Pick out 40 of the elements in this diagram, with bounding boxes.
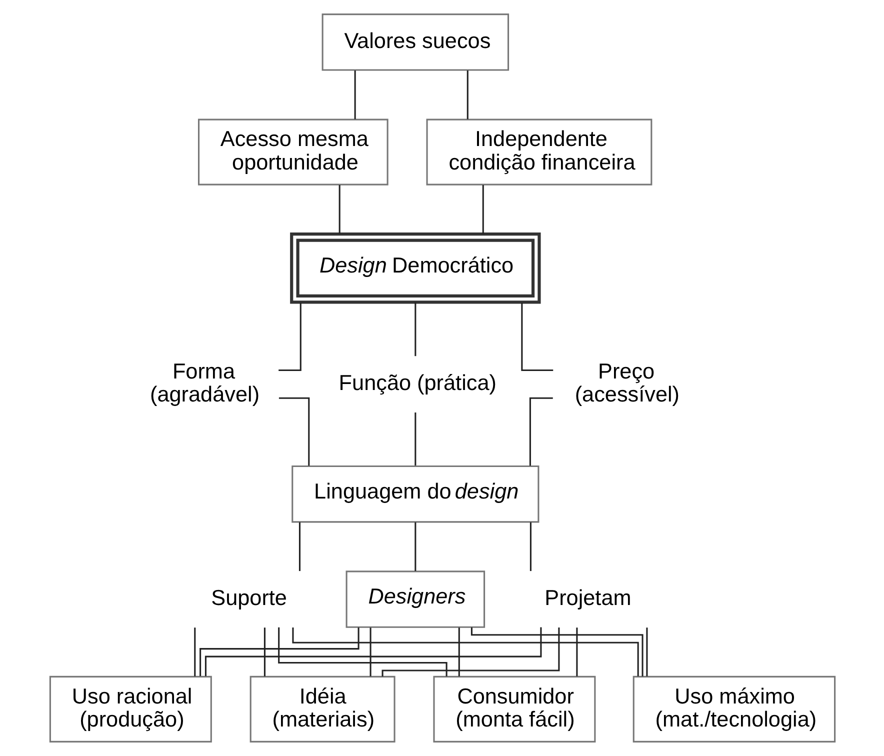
node-box: Design Democrático xyxy=(290,232,540,304)
connector xyxy=(458,628,460,676)
node-text: Preço (acessível) xyxy=(574,358,680,407)
node-box: Acesso mesma oportunidade xyxy=(197,118,388,186)
connector xyxy=(414,302,416,356)
connector xyxy=(199,628,359,676)
node-box: Idéia (materiais) xyxy=(249,676,395,742)
connector xyxy=(292,627,638,676)
connector xyxy=(263,628,265,676)
node-box: Consumidor (monta fácil) xyxy=(432,676,596,742)
connector xyxy=(414,412,416,466)
connector xyxy=(414,522,416,572)
connector xyxy=(646,628,648,676)
node-box: Valores suecos xyxy=(321,14,509,71)
node-text: Projetam xyxy=(544,585,631,610)
connector xyxy=(466,70,468,120)
connector xyxy=(278,302,301,372)
node-text: Função (prática) xyxy=(338,370,496,395)
connector xyxy=(278,397,310,466)
connector xyxy=(338,185,340,234)
connector xyxy=(528,397,552,466)
node-box: Linguagem do design xyxy=(291,465,539,523)
node-box: Designers xyxy=(345,570,485,628)
connector xyxy=(381,627,560,677)
connector xyxy=(354,70,356,120)
connector xyxy=(204,627,542,676)
connector xyxy=(278,627,447,676)
node-box: Independente condição financeira xyxy=(426,118,652,186)
connector xyxy=(529,522,531,572)
connector xyxy=(194,628,196,676)
connector xyxy=(482,185,484,234)
node-box: Uso máximo (mat./tecnologia) xyxy=(632,676,836,742)
node-text: Suporte xyxy=(210,585,286,610)
node-text: Forma (agradável) xyxy=(150,358,260,407)
connector xyxy=(369,628,371,676)
node-box: Uso racional (produção) xyxy=(48,676,212,742)
connector xyxy=(470,627,643,676)
connector xyxy=(298,522,300,572)
connector xyxy=(576,628,578,676)
connector xyxy=(520,302,553,372)
